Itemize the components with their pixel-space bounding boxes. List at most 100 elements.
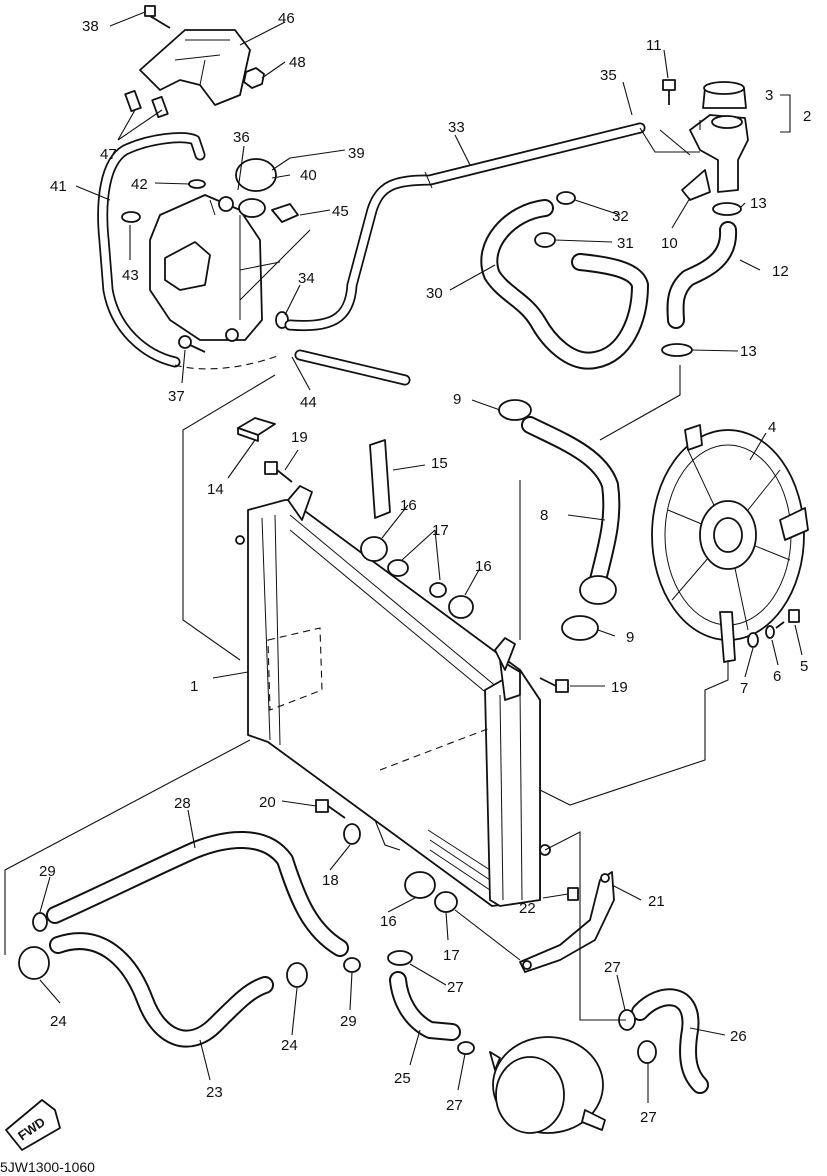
callout-30: 30 <box>426 285 443 302</box>
hose-8-end <box>579 575 617 605</box>
callout-11: 11 <box>646 37 662 54</box>
reservoir-bracket <box>124 29 251 119</box>
clip-45 <box>271 203 299 223</box>
callout-32: 32 <box>612 208 629 225</box>
clamp-29-right <box>343 957 361 973</box>
pad-14 <box>237 417 276 442</box>
breather-hose-44 <box>294 349 411 386</box>
clamp-43 <box>121 211 141 223</box>
callout-25: 25 <box>394 1070 411 1087</box>
bolt-5 <box>775 609 800 629</box>
filler-neck-2 <box>689 114 749 193</box>
callout-36: 36 <box>233 129 250 146</box>
hose-26 <box>631 988 709 1094</box>
callout-29-left: 29 <box>39 863 56 880</box>
grommet-7 <box>747 632 759 648</box>
callout-17-bottom: 17 <box>443 947 460 964</box>
bolt-20 <box>315 799 346 819</box>
reservoir-tank <box>149 194 263 342</box>
callout-38: 38 <box>82 18 99 35</box>
reservoir-cap-40 <box>235 158 277 218</box>
callout-2: 2 <box>803 108 811 125</box>
hose-30 <box>480 199 649 370</box>
bolt-11 <box>662 79 676 105</box>
callout-26: 26 <box>730 1028 747 1045</box>
clamp-27-a <box>387 950 413 966</box>
bolt-19-b <box>539 677 569 693</box>
callout-24-right: 24 <box>281 1037 298 1054</box>
callout-10: 10 <box>661 235 678 252</box>
callout-8: 8 <box>540 507 548 524</box>
nut-48 <box>243 67 265 89</box>
callout-44: 44 <box>300 394 317 411</box>
callout-13-lower: 13 <box>740 343 757 360</box>
callout-16-bottom: 16 <box>380 913 397 930</box>
damper-15 <box>369 439 391 519</box>
callout-29-right: 29 <box>340 1013 357 1030</box>
callout-9-lower: 9 <box>626 629 634 646</box>
callout-6: 6 <box>773 668 781 685</box>
callout-27-b: 27 <box>446 1097 463 1114</box>
callout-22: 22 <box>519 900 536 917</box>
hose-12 <box>666 221 738 329</box>
hose-33 <box>284 122 646 332</box>
callout-27-d: 27 <box>640 1109 657 1126</box>
callout-14: 14 <box>207 481 224 498</box>
clamp-32 <box>556 191 576 205</box>
callout-leaders <box>39 11 803 1103</box>
callout-48: 48 <box>289 54 306 71</box>
callout-42: 42 <box>131 176 148 193</box>
bracket-10 <box>681 169 711 201</box>
callout-12: 12 <box>772 263 789 280</box>
callout-23: 23 <box>206 1084 223 1101</box>
callout-24-left: 24 <box>50 1013 67 1030</box>
bolt-19-a <box>264 461 293 483</box>
clamp-13-upper <box>712 202 742 216</box>
callout-46: 46 <box>278 10 295 27</box>
callout-1: 1 <box>190 678 198 695</box>
hose-25 <box>389 971 461 1041</box>
damper-16-c <box>404 871 436 899</box>
water-pump-housing <box>489 1036 606 1134</box>
callout-21: 21 <box>648 893 665 910</box>
clamp-13-lower <box>661 343 693 357</box>
callout-20: 20 <box>259 794 276 811</box>
collar-17-a <box>387 559 409 577</box>
fwd-direction-badge: FWD <box>5 1099 61 1151</box>
clamp-29-left <box>32 912 48 932</box>
callout-33: 33 <box>448 119 465 136</box>
callout-9-upper: 9 <box>453 391 461 408</box>
bolt-22 <box>567 887 579 901</box>
damper-16-b <box>448 595 474 619</box>
callout-39: 39 <box>348 145 365 162</box>
callout-47: 47 <box>100 146 117 163</box>
damper-16-a <box>360 536 388 562</box>
callout-27-c: 27 <box>604 959 621 976</box>
clamp-31 <box>534 232 556 248</box>
callout-18: 18 <box>322 872 339 889</box>
callout-13-upper: 13 <box>750 195 767 212</box>
collar-17-c <box>434 891 458 913</box>
callout-7: 7 <box>740 680 748 697</box>
hose-23 <box>49 932 274 1048</box>
fan-motor-4 <box>651 424 809 663</box>
clamp-24-left <box>18 946 50 980</box>
callout-19-top: 19 <box>291 429 308 446</box>
callout-17-top: 17 <box>432 522 449 539</box>
callout-28: 28 <box>174 795 191 812</box>
callout-43: 43 <box>122 267 139 284</box>
callout-5: 5 <box>800 658 808 675</box>
clamp-42 <box>188 179 206 189</box>
callout-40: 40 <box>300 167 317 184</box>
clamp-24-right <box>286 962 308 988</box>
callout-41: 41 <box>50 178 67 195</box>
callout-3: 3 <box>765 87 773 104</box>
callout-15: 15 <box>431 455 448 472</box>
callout-4: 4 <box>768 419 776 436</box>
bolt-38 <box>144 5 171 29</box>
callout-19-right: 19 <box>611 679 628 696</box>
overflow-hose-41 <box>97 132 206 368</box>
collar-17-b <box>429 582 447 598</box>
callout-37: 37 <box>168 388 185 405</box>
